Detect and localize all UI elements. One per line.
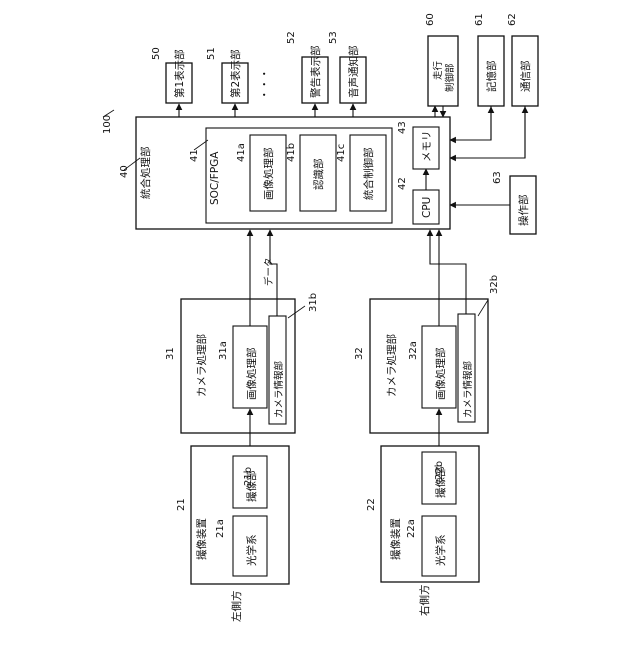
integrated-processing-label: 統合処理部 <box>139 147 152 200</box>
output-52-ref: 52 <box>286 31 297 44</box>
right-optics-label: 光学系 <box>434 535 447 567</box>
output-50-ref: 50 <box>151 47 162 60</box>
left-imaging-device: 撮像装置 21 光学系 21a 撮像部 21b <box>176 446 289 584</box>
output-50-label: 第1表示部 <box>173 49 186 98</box>
left-camera-processor-label: カメラ処理部 <box>195 334 208 397</box>
left-camera-processor: カメラ処理部 31 画像処理部 31a カメラ情報部 31b <box>165 293 319 433</box>
right-image-proc-label: 画像処理部 <box>434 348 447 401</box>
left-camera-info-label: カメラ情報部 <box>273 361 285 418</box>
right-camera-processor-ref: 32 <box>354 347 365 360</box>
travel-control-label-2: 制御部 <box>444 63 456 92</box>
block-41c-label: 統合制御部 <box>362 148 375 201</box>
block-41a-ref: 41a <box>236 143 247 162</box>
travel-control-ref: 60 <box>425 13 436 26</box>
more-outputs-dots: ・・・ <box>259 69 271 101</box>
block-41a-label: 画像処理部 <box>262 148 275 201</box>
output-51-ref: 51 <box>206 47 217 60</box>
system-ref: 100 <box>102 115 113 134</box>
right-optics-ref: 22a <box>406 519 417 538</box>
output-53-label: 音声通知部 <box>347 46 360 99</box>
communication-ref: 62 <box>507 13 518 26</box>
storage-ref: 61 <box>474 13 485 26</box>
cpu-label: CPU <box>421 197 433 218</box>
right-camera-processor-label: カメラ処理部 <box>385 334 398 397</box>
travel-control-60: 走行 制御部 60 <box>425 13 458 117</box>
operation-63: 操作部 63 <box>450 171 536 234</box>
left-imaging-device-ref: 21 <box>176 498 187 511</box>
right-imaging-device-ref: 22 <box>366 498 377 511</box>
left-optics-label: 光学系 <box>245 535 258 567</box>
block-41b-ref: 41b <box>286 143 297 162</box>
travel-control-label-1: 走行 <box>432 60 444 80</box>
block-41c-ref: 41c <box>336 144 347 162</box>
operation-ref: 63 <box>492 171 503 184</box>
left-camera-processor-ref: 31 <box>165 347 176 360</box>
soc-fpga-ref: 41 <box>189 149 200 162</box>
output-52-label: 警告表示部 <box>309 46 322 99</box>
memory-label: メモリ <box>421 131 433 163</box>
left-image-proc-label: 画像処理部 <box>245 348 258 401</box>
communication-label: 通信部 <box>519 61 532 93</box>
storage-label: 記憶部 <box>485 61 498 93</box>
data-label: データ <box>263 257 275 286</box>
left-camera-info-ref: 31b <box>308 293 319 312</box>
output-53-ref: 53 <box>328 31 339 44</box>
output-51: 第2表示部 51 <box>206 47 248 117</box>
output-52: 警告表示部 52 <box>286 31 328 117</box>
left-optics-ref: 21a <box>215 519 226 538</box>
left-image-proc-ref: 31a <box>218 341 229 360</box>
right-camera-info-ref: 32b <box>489 275 500 294</box>
left-imaging-device-label: 撮像装置 <box>195 518 208 560</box>
right-side-label: 右側方 <box>418 585 431 617</box>
memory-ref: 43 <box>397 121 408 134</box>
right-imager-ref: 22b <box>434 461 445 480</box>
cpu-ref: 42 <box>397 177 408 190</box>
right-image-proc-ref: 32a <box>408 341 419 360</box>
soc-fpga-label: SOC/FPGA <box>209 151 221 205</box>
block-41b-label: 認識部 <box>312 159 325 191</box>
output-53: 音声通知部 53 <box>328 31 366 117</box>
right-imaging-device: 撮像装置 22 光学系 22a 撮像部 22b <box>366 446 479 582</box>
right-camera-processor: カメラ処理部 32 画像処理部 32a カメラ情報部 32b <box>354 275 500 433</box>
right-imaging-device-label: 撮像装置 <box>389 518 402 560</box>
right-camera-info-label: カメラ情報部 <box>462 361 474 418</box>
left-imager-ref: 21b <box>243 467 254 486</box>
output-50: 第1表示部 50 <box>151 47 192 117</box>
output-51-label: 第2表示部 <box>229 49 242 98</box>
operation-label: 操作部 <box>517 195 530 227</box>
left-side-label: 左側方 <box>230 591 243 623</box>
